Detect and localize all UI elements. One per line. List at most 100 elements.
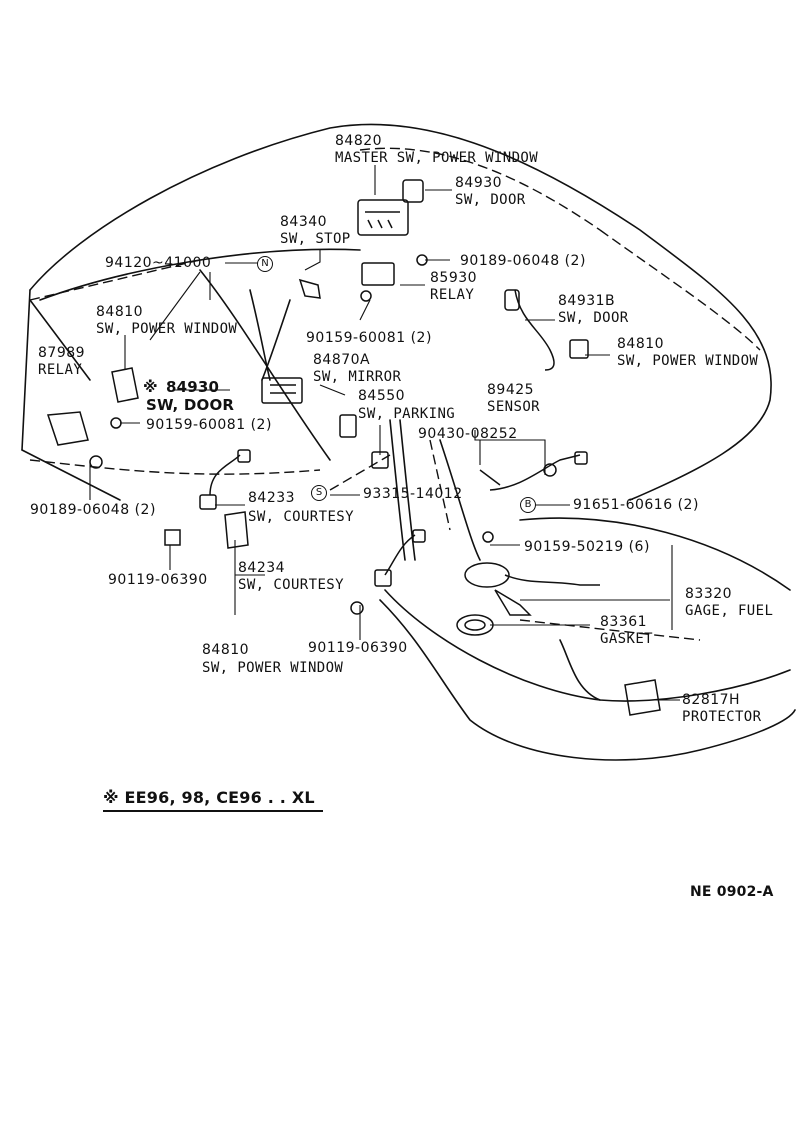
part-90159-top-number: 90159-60081 (2) — [306, 330, 432, 346]
courtesy-switch-234-plug — [412, 529, 426, 543]
part-82817h-name: PROTECTOR — [682, 709, 762, 725]
part-84550-number: 84550 — [358, 388, 406, 404]
pillar-line-right — [399, 419, 416, 561]
part-90159-mid-number: 90159-60081 (2) — [146, 417, 272, 433]
power-window-left-shape — [111, 367, 139, 403]
sensor-wire — [489, 454, 581, 491]
fuel-gage-flange — [464, 562, 510, 588]
floor-line — [439, 439, 481, 561]
part-84234-name: SW, COURTESY — [238, 577, 344, 593]
sensor-probe — [479, 469, 501, 486]
part-84870a-name: SW, MIRROR — [313, 369, 402, 385]
body-outline-left — [21, 289, 31, 451]
part-94120-number: 94120~41000 — [105, 255, 212, 271]
courtesy-switch-233-plug — [237, 449, 251, 463]
door-dash-left — [29, 459, 321, 475]
bolt-90189-top-shape — [416, 254, 428, 266]
part-84340-number: 84340 — [280, 214, 328, 230]
part-90189-top-number: 90189-06048 (2) — [460, 253, 586, 269]
body-outline-rear-top — [519, 517, 791, 591]
part-90189-bottom-number: 90189-06048 (2) — [30, 502, 156, 518]
roof-dash-rear — [599, 229, 761, 351]
part-84930-top-number: 84930 — [455, 175, 503, 191]
leader-90159-top — [359, 299, 371, 321]
part-84810-left-number: 84810 — [96, 304, 144, 320]
bolt-90189-bottom-shape — [89, 455, 103, 469]
part-87989-name: RELAY — [38, 362, 83, 378]
part-82817h-number: 82817H — [682, 692, 741, 708]
master-switch-buttons — [365, 211, 400, 229]
part-84810-bottom-name: SW, POWER WINDOW — [202, 660, 344, 676]
part-84820-name: MASTER SW, POWER WINDOW — [335, 150, 539, 166]
part-84820-number: 84820 — [335, 133, 383, 149]
part-84340-name: SW, STOP — [280, 231, 351, 247]
part-90159-50219-number: 90159-50219 (6) — [524, 539, 650, 555]
body-outline-left-inner — [29, 299, 91, 381]
part-84233-number: 84233 — [248, 490, 296, 506]
bolt-90159-top-shape — [360, 290, 372, 302]
bolt-90119-bottom-shape — [350, 601, 364, 615]
pillar-line-left — [199, 269, 331, 461]
courtesy-switch-234-shape — [374, 569, 392, 587]
part-93315-number: 93315-14012 — [363, 486, 463, 502]
gasket-inner — [464, 619, 486, 631]
leader-94120-down — [149, 271, 201, 341]
part-90119-bottom-number: 90119-06390 — [308, 640, 408, 656]
part-85930-name: RELAY — [430, 287, 475, 303]
power-window-right-shape — [569, 339, 589, 359]
part-84930-mid-number: 84930 — [166, 378, 220, 396]
fuel-gage-wire — [504, 574, 600, 586]
floor-dash — [429, 439, 451, 531]
door-switch-mid-shape — [261, 377, 303, 404]
part-84810-bottom-number: 84810 — [202, 642, 250, 658]
applicability-footnote: ※ EE96, 98, CE96 . . XL — [103, 788, 315, 807]
sensor-plug — [574, 451, 588, 465]
door-switch-mid-keys — [270, 384, 296, 394]
master-switch-shape — [357, 199, 409, 236]
part-84234-number: 84234 — [238, 560, 286, 576]
callout-s-marker: S — [311, 485, 327, 501]
body-outline-bumper — [559, 639, 601, 701]
part-83320-number: 83320 — [685, 586, 733, 602]
sensor-body — [543, 463, 557, 477]
courtesy-switch-233-wire — [209, 454, 241, 496]
part-87989-number: 87989 — [38, 345, 86, 361]
part-83361-name: GASKET — [600, 631, 653, 647]
part-89425-name: SENSOR — [487, 399, 540, 415]
courtesy-switch-234-wire — [384, 534, 416, 576]
courtesy-switch-233-shape — [199, 494, 217, 510]
part-84233-name: SW, COURTESY — [248, 509, 354, 525]
fuel-gage-float — [494, 589, 532, 616]
body-outline-roof-inner — [39, 248, 361, 301]
stop-switch-shape — [298, 278, 321, 299]
bolt-90119-left-shape — [164, 529, 181, 546]
leader-89425 — [474, 430, 546, 475]
roof-dash-top — [359, 147, 601, 231]
body-outline-roof — [29, 123, 772, 501]
door-dash-mid — [329, 454, 391, 491]
part-84930-mid-name: SW, DOOR — [146, 396, 235, 414]
protector-shape — [624, 679, 661, 716]
door-switch-right-wire — [514, 289, 555, 371]
bolt-90159-mid-shape — [110, 417, 122, 429]
part-84550-name: SW, PARKING — [358, 406, 456, 422]
part-84931b-name: SW, DOOR — [558, 310, 629, 326]
power-window-bottom-shape — [224, 511, 249, 549]
body-outline-left-lower — [21, 449, 121, 501]
pillar-line-center2 — [261, 299, 291, 381]
screw-90159-50219 — [482, 531, 494, 543]
part-91651-number: 91651-60616 (2) — [573, 497, 699, 513]
body-outline-rear-floor — [379, 599, 796, 761]
door-switch-right-shape — [504, 289, 520, 311]
part-84810-right-name: SW, POWER WINDOW — [617, 353, 759, 369]
part-84931b-number: 84931B — [558, 293, 616, 309]
part-84930-top-name: SW, DOOR — [455, 192, 526, 208]
diagram-code: NE 0902-A — [690, 884, 774, 900]
leader-84870a — [319, 384, 346, 396]
mirror-switch-shape — [339, 414, 357, 438]
leader-84340 — [304, 250, 321, 271]
part-89425-number: 89425 — [487, 382, 535, 398]
callout-b-marker: B — [520, 497, 536, 513]
relay-85930-shape — [361, 262, 395, 286]
